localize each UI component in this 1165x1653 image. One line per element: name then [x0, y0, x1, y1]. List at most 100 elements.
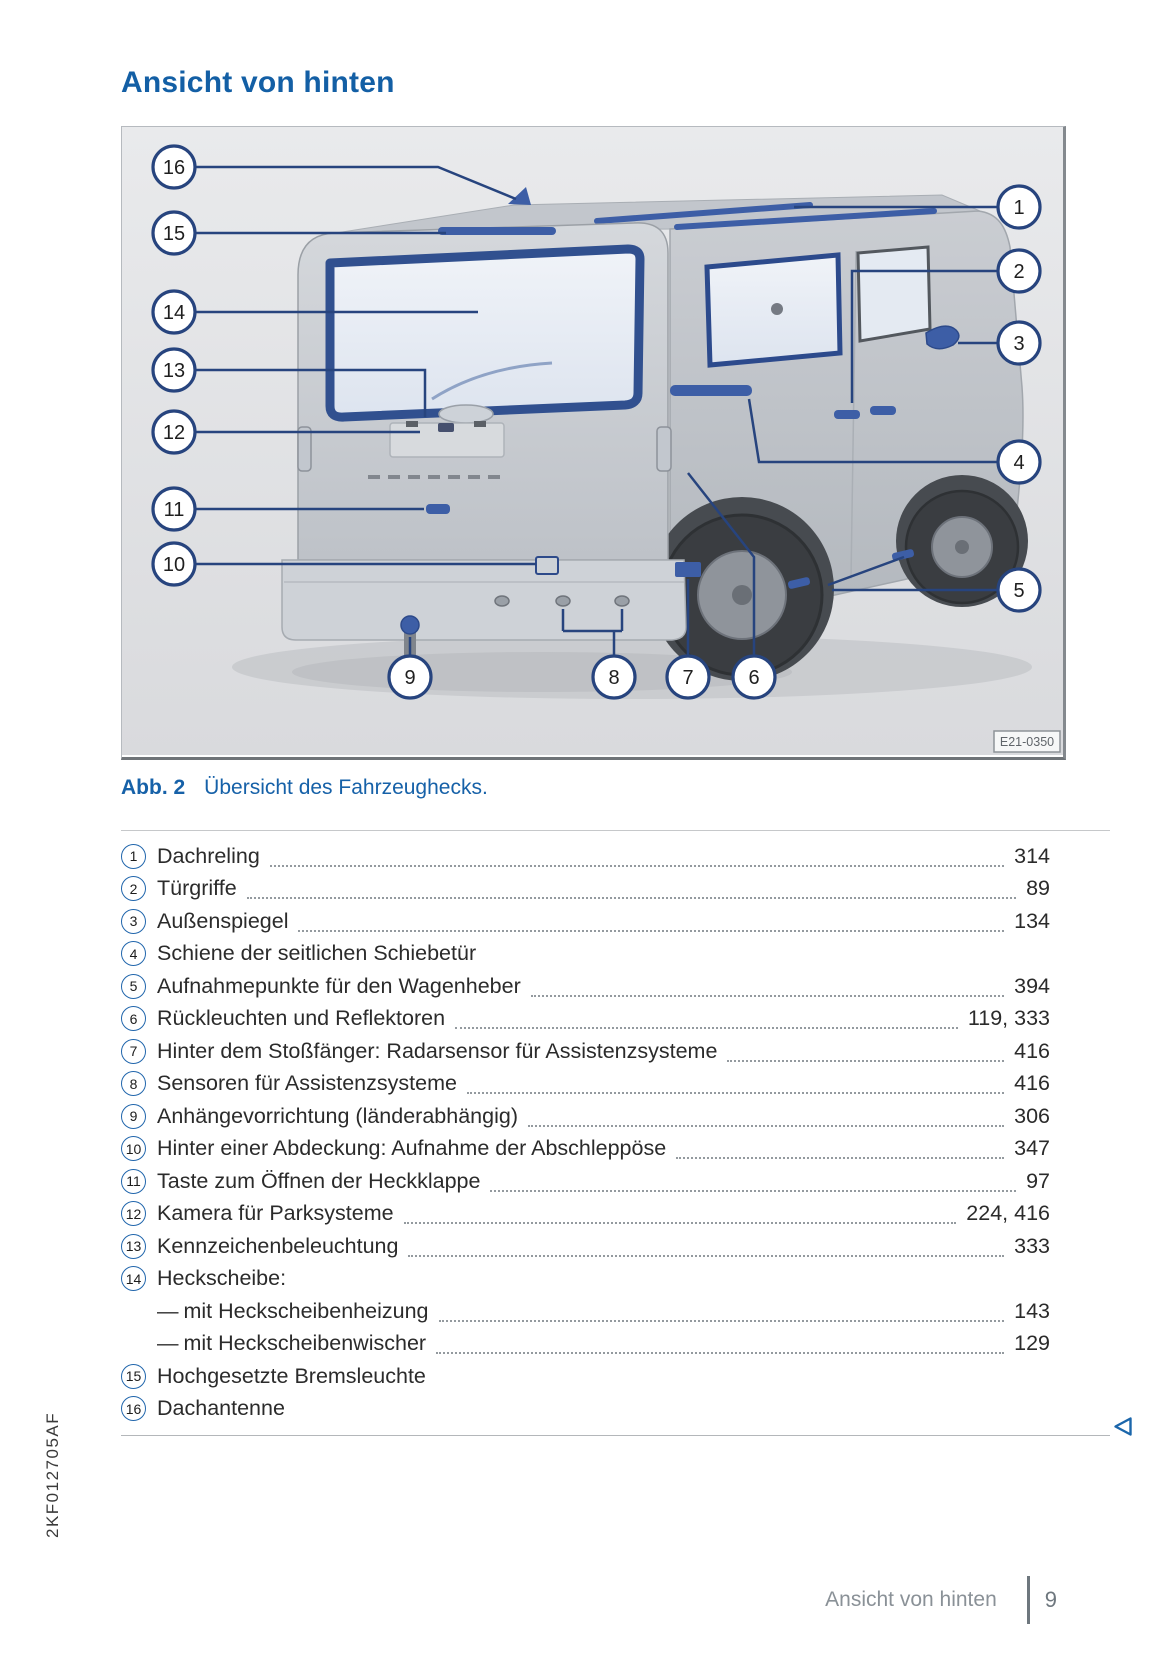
legend-dot-leader — [246, 897, 1017, 899]
plate-light-left — [406, 421, 418, 427]
callout-11: 11 — [151, 486, 197, 532]
legend-dot-leader — [676, 1157, 1005, 1159]
callout-2: 2 — [996, 248, 1042, 294]
leader-5 — [827, 555, 998, 592]
figure-caption-text: Übersicht des Fahrzeughecks. — [204, 776, 488, 799]
svg-text:11: 11 — [164, 499, 185, 521]
legend-item-pages: 416 — [1014, 1038, 1050, 1063]
svg-text:7: 7 — [682, 667, 693, 689]
legend-item-pages: 143 — [1014, 1298, 1050, 1323]
legend-item-number: 10 — [121, 1136, 146, 1162]
legend-dot-leader — [436, 1352, 1005, 1354]
leader-8 — [561, 609, 624, 656]
legend-item-label: Hinter einer Abdeckung: Aufnahme der Abs… — [157, 1136, 667, 1161]
legend-item-number: 1 — [121, 843, 146, 869]
legend-item-pages: 97 — [1026, 1168, 1050, 1193]
legend-dot-leader — [490, 1189, 1017, 1192]
legend-item-number: 7 — [121, 1038, 146, 1064]
rear-bumper — [281, 559, 687, 641]
legend-item-pages: 394 — [1014, 973, 1050, 998]
svg-text:8: 8 — [608, 667, 619, 689]
legend-item-number: 16 — [121, 1396, 146, 1422]
legend-dot-leader — [530, 994, 1005, 997]
page-content: Ansicht von hinten — [121, 0, 1132, 1436]
legend-item-label: Heckscheibe: — [157, 1266, 287, 1291]
callout-leaders — [195, 165, 998, 656]
legend-item-label: Kamera für Parksysteme — [157, 1201, 394, 1226]
legend-item-pages: 416 — [1014, 1071, 1050, 1096]
legend-item-pages: 89 — [1026, 876, 1050, 901]
svg-text:2: 2 — [1013, 261, 1024, 283]
leader-6 — [687, 472, 756, 656]
legend-dot-leader — [408, 1254, 1005, 1257]
svg-text:13: 13 — [163, 360, 185, 382]
svg-text:E21-0350: E21-0350 — [1000, 735, 1054, 749]
door-handle-front — [870, 406, 896, 415]
legend-item-label: Dachantenne — [157, 1396, 285, 1421]
legend-item-label: Schiene der seitlichen Schiebetür — [157, 941, 477, 966]
legend-item-pages: 347 — [1014, 1136, 1050, 1161]
svg-text:6: 6 — [748, 667, 759, 689]
legend-item-label: Türgriffe — [157, 876, 237, 901]
legend-item: 14 Heckscheibe: — [121, 1263, 1110, 1296]
legend-item-pages: 134 — [1014, 908, 1050, 933]
page-continues-icon — [1111, 1415, 1134, 1443]
leader-13 — [195, 368, 427, 417]
legend-item-pages: 314 — [1014, 843, 1050, 868]
tailgate-release-button — [426, 504, 450, 514]
legend-subitem-dash: — — [157, 1298, 179, 1323]
legend-item-pages: 306 — [1014, 1103, 1050, 1128]
legend-item-label: Außenspiegel — [157, 908, 289, 933]
vehicle-rear-illustration: 1 2 3 4 5 6 7 8 9 10 11 12 13 14 15 16 E… — [122, 127, 1063, 755]
svg-text:5: 5 — [1013, 580, 1024, 602]
legend-item-label: Dachreling — [157, 843, 260, 868]
legend-item-number: 15 — [121, 1363, 146, 1389]
callout-1: 1 — [996, 184, 1042, 230]
legend-item-label: Aufnahmepunkte für den Wagenheber — [157, 973, 521, 998]
front-door-window — [856, 245, 932, 343]
callout-7: 7 — [665, 654, 711, 700]
legend-item-number: 14 — [121, 1266, 146, 1292]
tail-light-right — [656, 426, 672, 472]
callout-6: 6 — [731, 654, 777, 700]
figure-caption: Abb. 2 Übersicht des Fahrzeughecks. — [121, 776, 1110, 800]
leader-2 — [850, 269, 998, 403]
legend-item-label: Rückleuchten und Reflektoren — [157, 1006, 446, 1031]
jack-point-front — [891, 549, 915, 561]
svg-text:9: 9 — [404, 667, 415, 689]
callout-13: 13 — [151, 347, 197, 393]
legend-item-number: 9 — [121, 1103, 146, 1129]
parking-sensors — [494, 595, 630, 607]
legend-dot-leader — [466, 1092, 1005, 1094]
callout-9: 9 — [387, 654, 433, 700]
svg-text:14: 14 — [163, 302, 185, 324]
callout-5: 5 — [996, 567, 1042, 613]
page-footer: Ansicht von hinten 9 — [825, 1576, 1057, 1624]
legend-item-number: 13 — [121, 1233, 146, 1259]
legend-item-number: 6 — [121, 1006, 146, 1032]
radar-sensor — [675, 562, 701, 577]
footer-page-number: 9 — [1044, 1587, 1057, 1612]
rear-wiper — [431, 361, 553, 401]
towing-eye-cover — [535, 556, 559, 575]
legend-item: 16 Dachantenne — [121, 1393, 1110, 1426]
leader-16 — [195, 165, 517, 201]
roof-antenna — [508, 187, 531, 205]
legend-item-pages: 333 — [1014, 1233, 1050, 1258]
rear-window — [325, 244, 645, 422]
legend-item-label: Sensoren für Assistenzsysteme — [157, 1071, 457, 1096]
front-wheel-hub — [955, 540, 969, 554]
roof-rail — [594, 202, 813, 224]
footer-divider — [1026, 1576, 1030, 1624]
